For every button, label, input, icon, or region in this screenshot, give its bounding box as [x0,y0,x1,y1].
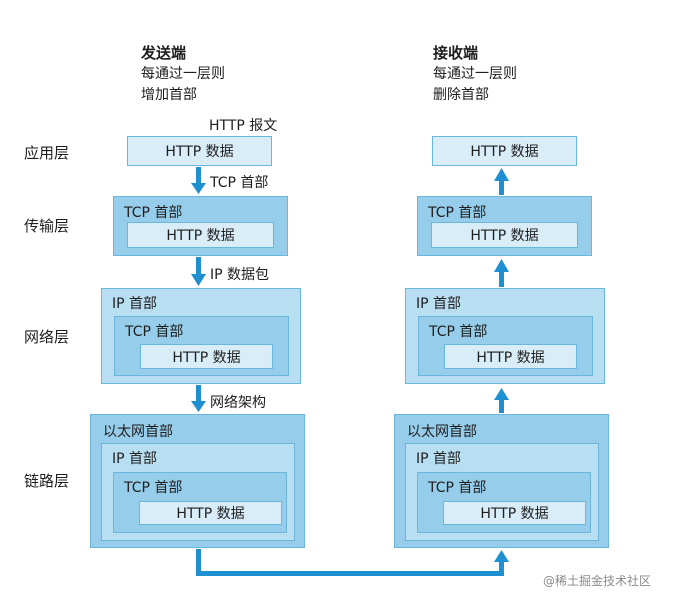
receiver-network-packet-box: IP 首部 TCP 首部 HTTP 数据 [405,288,605,384]
sender-link-frame-box: 以太网首部 IP 首部 TCP 首部 HTTP 数据 [90,414,305,548]
tcp-header-label: TCP 首部 [125,324,184,340]
receiver-desc-line1: 每通过一层则 [433,66,517,82]
receiver-link-packet-box: IP 首部 TCP 首部 HTTP 数据 [405,443,599,541]
http-data-label: HTTP 数据 [166,228,235,244]
sender-link-http-data-box: HTTP 数据 [139,501,282,525]
up-arrow-transport-to-app [499,180,504,195]
http-data-label: HTTP 数据 [172,349,241,366]
http-data-label: HTTP 数据 [165,144,234,160]
up-arrow-network-to-transport [499,271,504,287]
sender-app-http-data-box: HTTP 数据 [127,136,272,166]
down-arrow-transport-to-network [196,257,201,275]
sender-link-packet-box: IP 首部 TCP 首部 HTTP 数据 [101,443,295,541]
receiver-app-http-data-box: HTTP 数据 [432,136,577,166]
receiver-link-http-data-box: HTTP 数据 [443,501,586,525]
sender-transport-http-data-box: HTTP 数据 [127,222,274,248]
layer-label-app: 应用层 [24,144,70,162]
down-arrow-network-to-link [196,385,201,402]
sender-title: 发送端 [141,44,187,62]
receiver-transport-segment-box: TCP 首部 HTTP 数据 [417,196,592,256]
layer-label-link: 链路层 [24,472,70,490]
sender-transport-segment-box: TCP 首部 HTTP 数据 [113,196,288,256]
down-arrowhead-app-to-transport [191,183,206,194]
arrow-label-network-frame: 网络架构 [210,395,266,411]
ip-header-label: IP 首部 [112,296,158,312]
http-data-label: HTTP 数据 [176,506,245,522]
sender-network-segment-box: TCP 首部 HTTP 数据 [114,316,289,376]
tcp-header-label: TCP 首部 [428,480,487,496]
up-arrowhead-transport-to-app [494,168,509,181]
http-data-label: HTTP 数据 [480,506,549,522]
tcp-header-label: TCP 首部 [428,205,487,221]
receiver-link-frame-box: 以太网首部 IP 首部 TCP 首部 HTTP 数据 [394,414,609,548]
receiver-desc-line2: 删除首部 [433,87,489,103]
down-arrow-app-to-transport [196,167,201,184]
receiver-link-segment-box: TCP 首部 HTTP 数据 [417,472,591,533]
up-arrow-link-to-network [499,399,504,413]
receiver-transport-http-data-box: HTTP 数据 [431,222,578,248]
down-arrowhead-network-to-link [191,401,206,412]
tcp-header-label: TCP 首部 [124,480,183,496]
sender-network-http-data-box: HTTP 数据 [140,344,273,369]
http-data-label: HTTP 数据 [476,349,545,366]
connector-arrowhead [494,550,509,562]
tcp-header-label: TCP 首部 [429,324,488,340]
ethernet-header-label: 以太网首部 [407,424,477,440]
ethernet-header-label: 以太网首部 [103,424,173,440]
sender-desc-line2: 增加首部 [141,87,197,103]
connector-bottom [196,571,504,576]
tcp-header-label: TCP 首部 [124,205,183,221]
up-arrowhead-link-to-network [494,388,509,400]
connector-sender-down [196,549,201,575]
ip-header-label: IP 首部 [416,451,462,467]
connector-receiver-up [499,561,504,576]
arrow-label-ip-packet: IP 数据包 [210,267,270,283]
sender-network-packet-box: IP 首部 TCP 首部 HTTP 数据 [101,288,301,384]
receiver-network-segment-box: TCP 首部 HTTP 数据 [418,316,593,376]
receiver-title: 接收端 [433,44,479,62]
down-arrowhead-transport-to-network [191,274,206,286]
http-data-label: HTTP 数据 [470,144,539,160]
up-arrowhead-network-to-transport [494,259,509,272]
layer-label-network: 网络层 [24,328,70,346]
watermark: @稀土掘金技术社区 [543,574,652,588]
http-data-label: HTTP 数据 [470,228,539,244]
sender-desc-line1: 每通过一层则 [141,66,225,82]
layer-label-transport: 传输层 [24,217,70,235]
sender-link-segment-box: TCP 首部 HTTP 数据 [113,472,287,533]
ip-header-label: IP 首部 [416,296,462,312]
receiver-network-http-data-box: HTTP 数据 [444,344,577,369]
ip-header-label: IP 首部 [112,451,158,467]
http-message-label: HTTP 报文 [209,118,278,134]
arrow-label-tcp: TCP 首部 [210,175,269,191]
